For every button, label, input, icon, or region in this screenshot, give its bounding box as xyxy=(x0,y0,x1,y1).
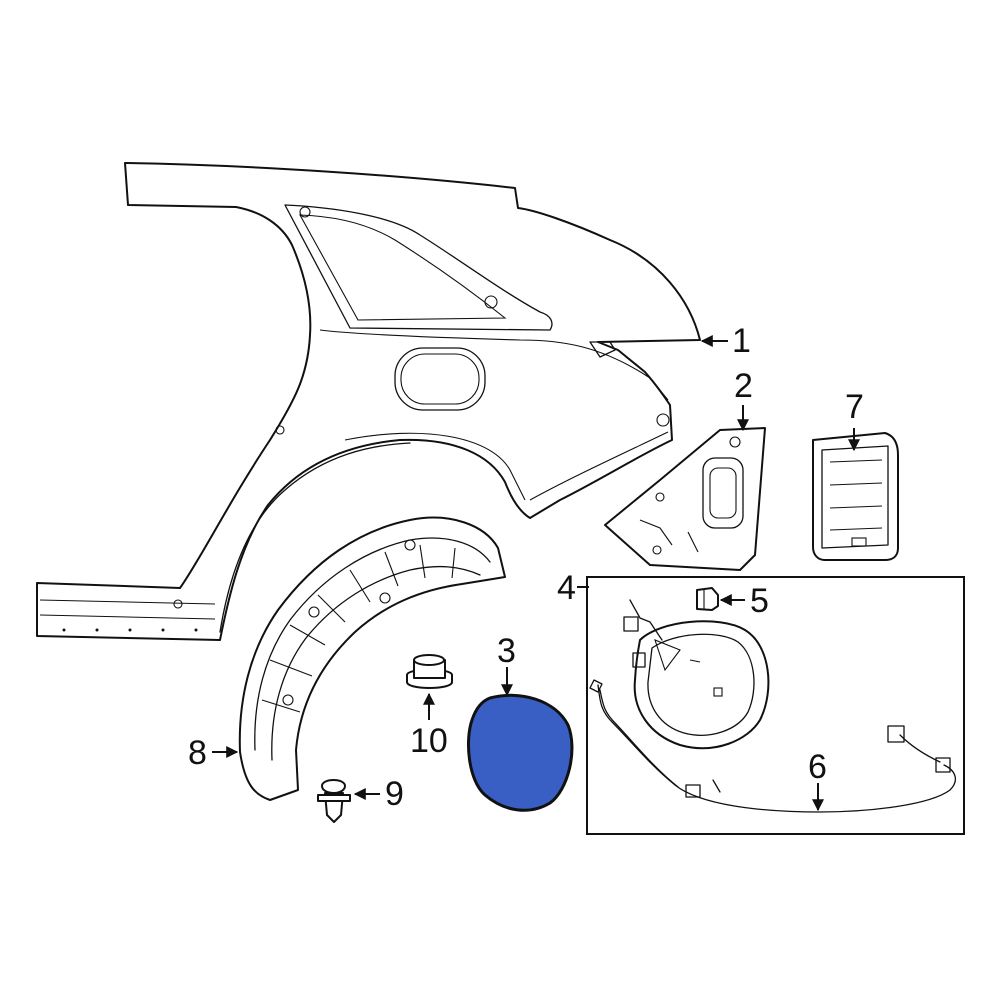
inner-bracket xyxy=(604,427,766,571)
housing-assembly-box xyxy=(586,576,965,835)
wheelhouse-liner xyxy=(238,516,506,801)
bumper-stop xyxy=(696,587,719,611)
callout-1: 1 xyxy=(732,322,751,360)
callout-4: 4 xyxy=(557,569,576,607)
callout-7: 7 xyxy=(845,388,864,426)
callout-labels: 1 2 3 4 5 6 7 8 9 10 xyxy=(188,322,864,813)
flange-nut xyxy=(406,654,453,689)
callout-10: 10 xyxy=(410,722,448,760)
push-clip xyxy=(317,779,351,823)
callout-6: 6 xyxy=(808,748,827,786)
callout-3: 3 xyxy=(497,632,516,670)
pressure-vent xyxy=(812,432,899,561)
callout-9: 9 xyxy=(385,775,404,813)
leader-lines xyxy=(212,335,860,812)
callout-5: 5 xyxy=(750,582,769,620)
callout-8: 8 xyxy=(188,734,207,772)
callout-2: 2 xyxy=(734,367,753,405)
release-cable xyxy=(589,679,957,813)
quarter-panel xyxy=(36,162,701,641)
fuel-door xyxy=(467,693,574,812)
